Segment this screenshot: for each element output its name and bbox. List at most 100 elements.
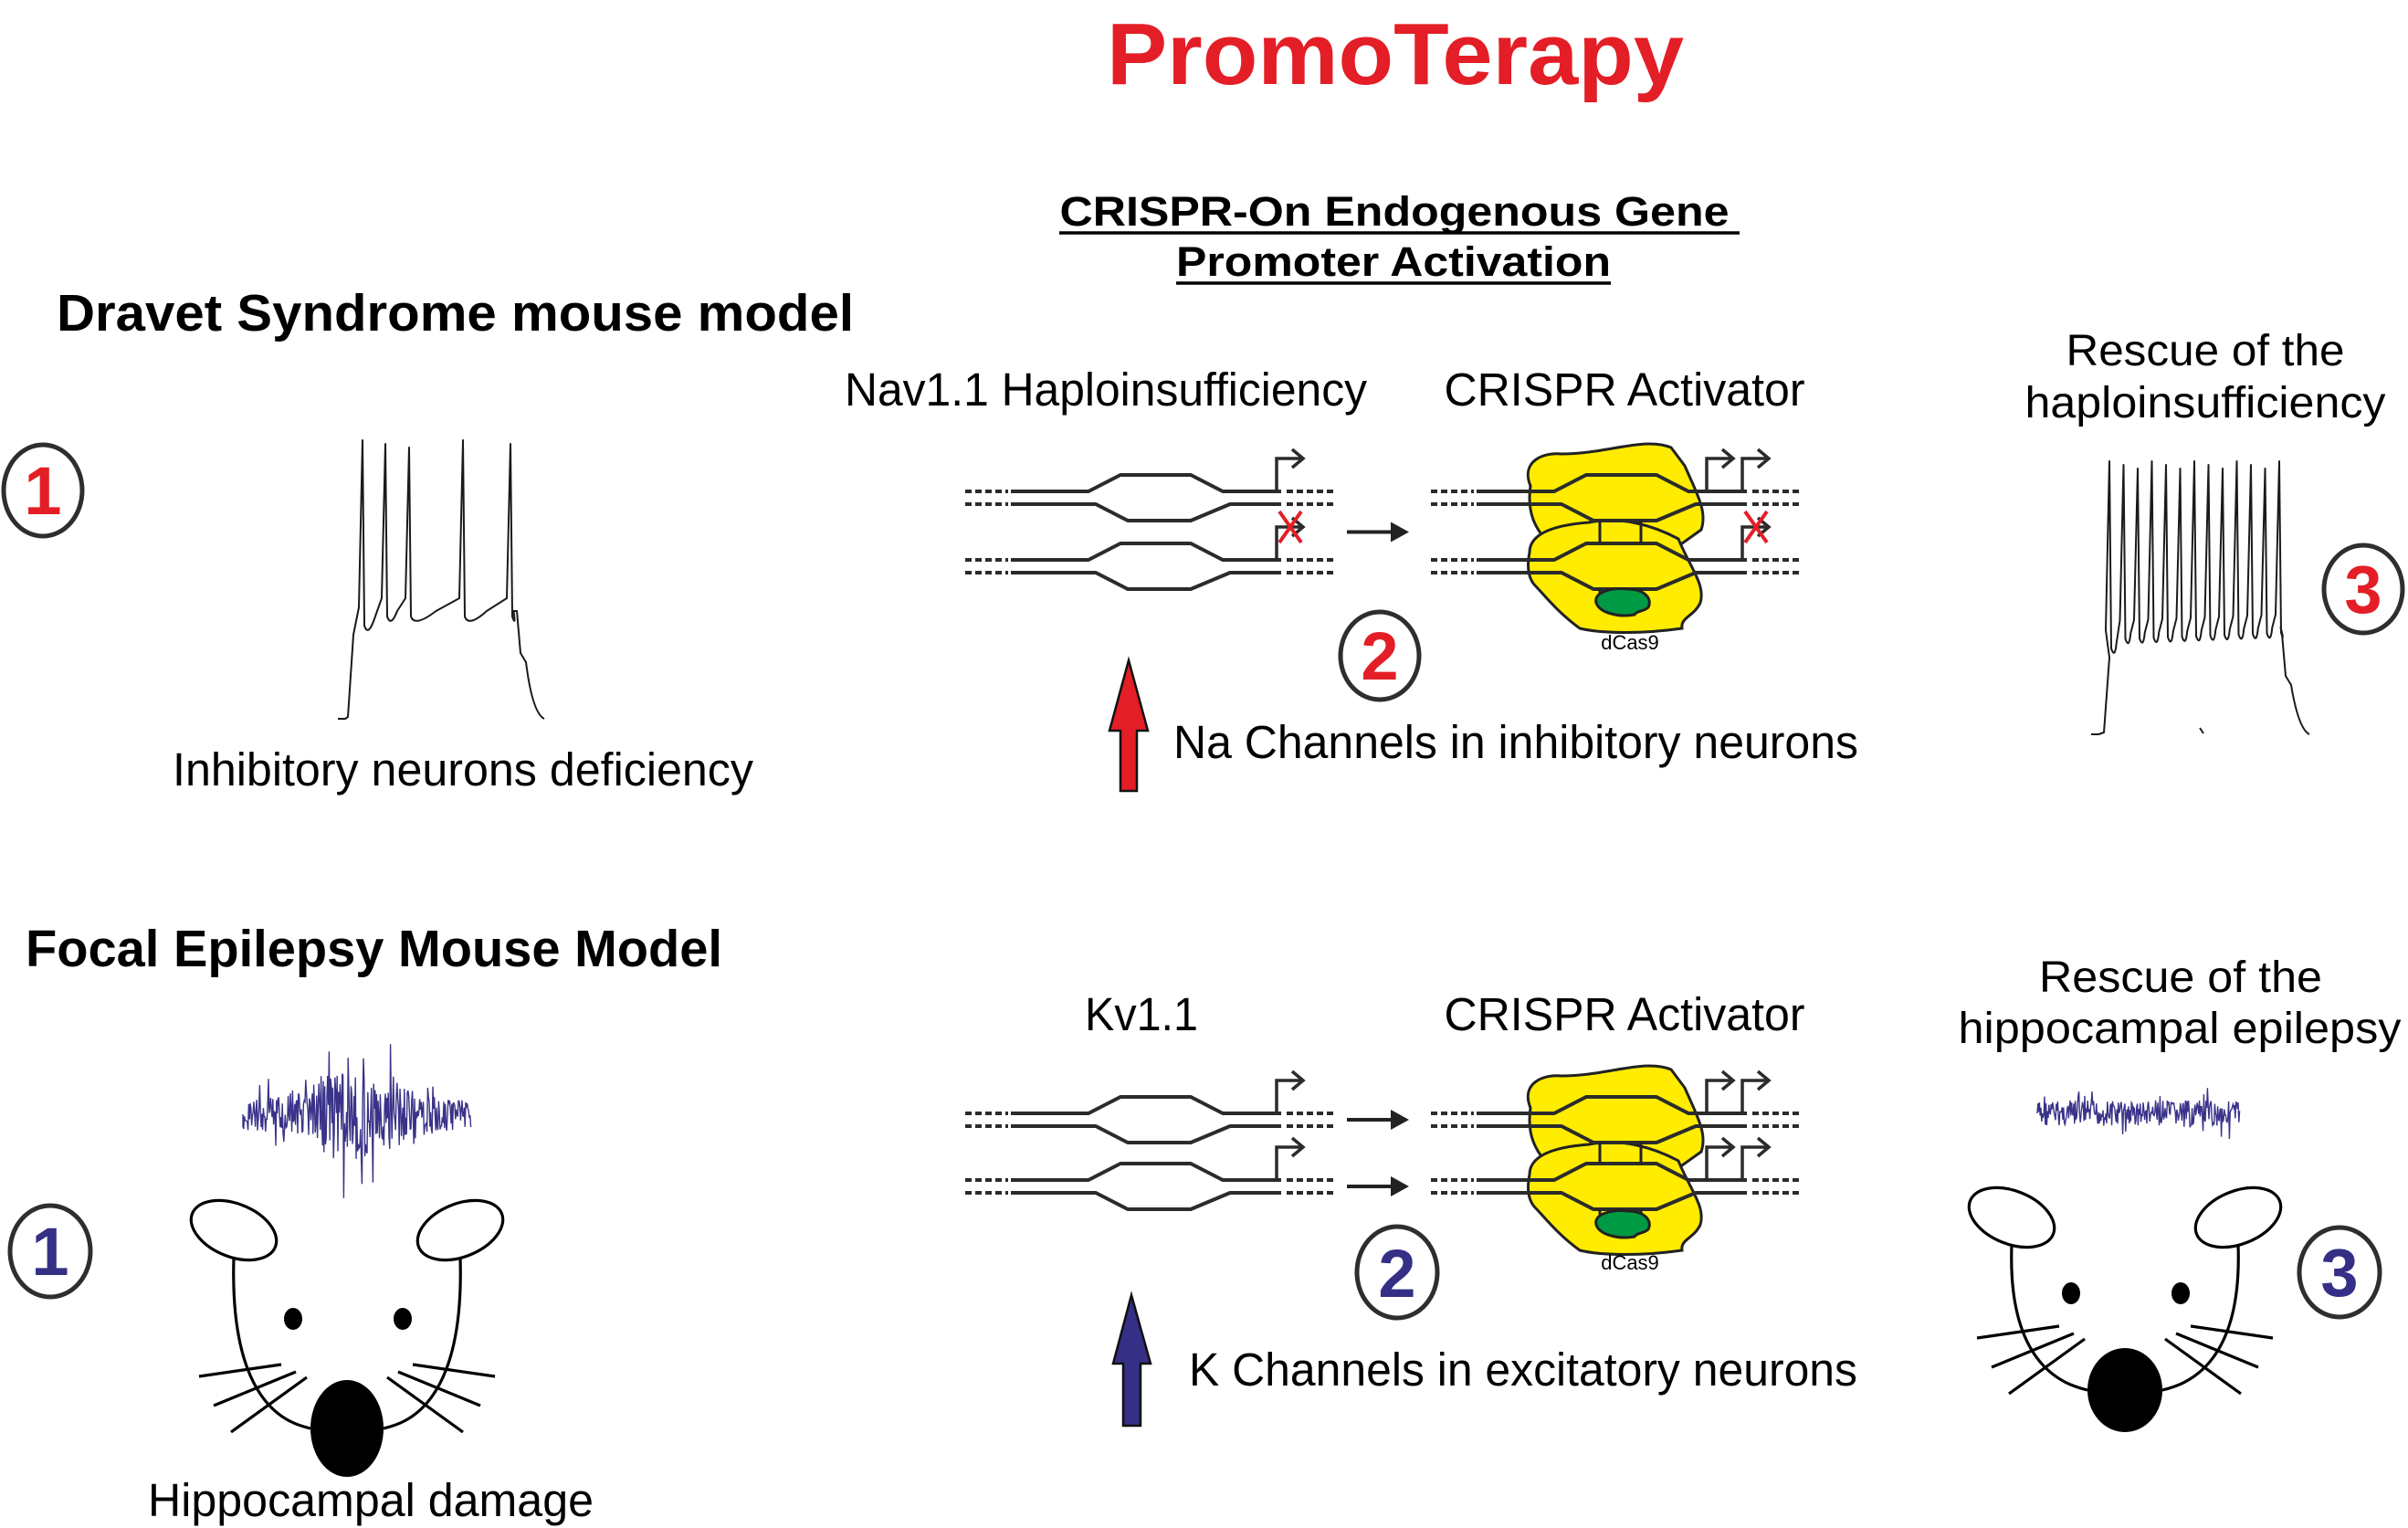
step-number: 2: [1378, 1236, 1415, 1312]
promoter-arrowhead-icon: [1720, 448, 1736, 469]
promoter-arrowhead-icon: [1756, 1136, 1772, 1158]
dna-strand-top: [1477, 473, 1747, 493]
subtitle-line-1: CRISPR-On Endogenous Gene: [1060, 188, 1730, 235]
step-number: 2: [1361, 618, 1398, 694]
subtitle: CRISPR-On Endogenous Gene Promoter Activ…: [1059, 188, 1740, 285]
mouse-nose: [310, 1380, 384, 1477]
dravet-dna-diagram: dCas9: [965, 442, 1802, 654]
step-circle: [2297, 1225, 2382, 1320]
k-channels-label: K Channels in excitatory neurons: [1189, 1344, 1857, 1396]
dna-strand-bottom: [1011, 502, 1281, 522]
mouse-ear-left: [1967, 1186, 2056, 1249]
mouse-whisker: [198, 1363, 282, 1378]
mouse-whisker: [230, 1375, 308, 1434]
transition-arrowhead-icon: [1391, 1110, 1409, 1130]
promoter-arrow-icon: [1705, 1145, 1730, 1180]
promoter-arrow-icon: [1275, 457, 1300, 491]
dcas9-effector-icon: [1594, 1209, 1651, 1239]
dravet-gene-label: Nav1.1 Haploinsufficiency: [845, 364, 1367, 416]
mouse-whisker: [1976, 1324, 2060, 1340]
dravet-step-1-badge: 1: [1, 442, 85, 539]
transition-arrowhead-icon: [1391, 1176, 1409, 1196]
dna-strand-bottom: [1477, 1124, 1747, 1144]
dna-strand-bottom: [1011, 1191, 1281, 1211]
dcas9-label: dCas9: [1601, 631, 1659, 654]
mouse-ear-right: [415, 1198, 505, 1262]
focal-step-1-caption: Hippocampal damage: [148, 1474, 594, 1526]
dravet-step-1-caption: Inhibitory neurons deficiency: [173, 743, 753, 796]
transition-arrowhead-icon: [1391, 522, 1409, 543]
eeg-normal-icon: [2036, 1088, 2241, 1140]
step-number: 1: [24, 453, 61, 529]
figure-title: PromoTerapy: [1107, 5, 1684, 103]
step-circle: [2321, 543, 2405, 636]
dcas9-label: dCas9: [1601, 1251, 1659, 1274]
focal-gene-label: Kv1.1: [1085, 988, 1198, 1040]
mouse-ear-right: [2193, 1186, 2283, 1249]
mouse-whisker: [386, 1375, 464, 1434]
x-mark-icon: [1743, 510, 1769, 544]
step-circle: [1354, 1224, 1440, 1321]
step-number: 1: [31, 1214, 68, 1290]
mouse-whisker: [2008, 1337, 2086, 1396]
promoter-arrow-icon: [1740, 1145, 1766, 1180]
focal-section: Focal Epilepsy Mouse Model 1 Hippocampal…: [7, 920, 2402, 1526]
promoter-arrow-icon: [1740, 457, 1766, 491]
promoter-arrowhead-icon: [1290, 448, 1306, 469]
action-potential-trace-dense: [2091, 460, 2310, 735]
subtitle-line-2: Promoter Activation: [1176, 238, 1611, 285]
promoter-arrowhead-icon: [1290, 1136, 1306, 1158]
focal-heading: Focal Epilepsy Mouse Model: [26, 920, 722, 978]
promoter-arrow-icon: [1740, 1079, 1766, 1113]
mouse-whisker: [2190, 1324, 2274, 1340]
focal-step-3-badge: 3: [2297, 1225, 2382, 1320]
focal-step-1-badge: 1: [7, 1203, 93, 1300]
x-mark-icon: [1278, 510, 1303, 544]
dna-strand-bottom: [1477, 1191, 1747, 1211]
promoter-arrow-icon: [1705, 457, 1730, 491]
step-circle: [7, 1203, 93, 1300]
dravet-step-3-caption-2: haploinsufficiency: [2025, 379, 2386, 427]
step-circle: [1, 442, 85, 539]
promoter-arrowhead-icon: [1720, 1136, 1736, 1158]
dna-strand-top: [1477, 542, 1747, 562]
dravet-step-3-caption-1: Rescue of the: [2066, 327, 2345, 375]
mouse-whisker: [2164, 1337, 2242, 1396]
dravet-step-3-badge: 3: [2321, 543, 2405, 636]
mouse-whisker: [397, 1370, 481, 1407]
mouse-eye-right: [394, 1308, 412, 1330]
mouse-whisker: [2175, 1332, 2259, 1369]
promoter-arrowhead-icon: [1290, 1070, 1306, 1091]
promoter-arrow-icon: [1705, 1079, 1730, 1113]
dna-strand-top: [1011, 473, 1281, 493]
dravet-step-2-badge: 2: [1338, 609, 1422, 702]
focal-dna-diagram: dCas9: [965, 1064, 1802, 1274]
dcas9-effector-icon: [1594, 587, 1651, 617]
na-channels-up-arrow-icon: [1108, 656, 1150, 793]
dna-strand-bottom: [1011, 1124, 1281, 1144]
mouse-face-outline: [2010, 1244, 2240, 1392]
mouse-ear-left: [189, 1198, 279, 1262]
na-channels-label: Na Channels in inhibitory neurons: [1173, 716, 1858, 768]
mouse-whisker: [213, 1370, 297, 1407]
dna-strand-top: [1011, 1095, 1281, 1115]
dna-strand-top: [1477, 1095, 1747, 1115]
dna-strand-top: [1477, 1162, 1747, 1182]
dravet-heading: Dravet Syndrome mouse model: [57, 284, 854, 342]
mouse-face-icon: [189, 1198, 505, 1477]
mouse-face-icon: [1967, 1186, 2283, 1432]
trace-artifact-tick: [2199, 727, 2204, 734]
step-number: 3: [2344, 552, 2382, 627]
focal-step-3-caption-1: Rescue of the: [2039, 954, 2322, 1002]
mouse-eye-left: [284, 1308, 302, 1330]
dna-strand-top: [1011, 542, 1281, 562]
action-potential-trace-sparse: [338, 439, 545, 720]
promoter-arrowhead-icon: [1756, 1070, 1772, 1091]
focal-step-3-caption-2: hippocampal epilepsy: [1959, 1005, 2402, 1053]
promoter-arrow-icon: [1275, 1145, 1300, 1180]
promoter-arrowhead-icon: [1756, 448, 1772, 469]
focal-step-2-badge: 2: [1354, 1224, 1440, 1321]
focal-activator-label: CRISPR Activator: [1445, 988, 1805, 1040]
dna-strand-bottom: [1477, 502, 1747, 522]
